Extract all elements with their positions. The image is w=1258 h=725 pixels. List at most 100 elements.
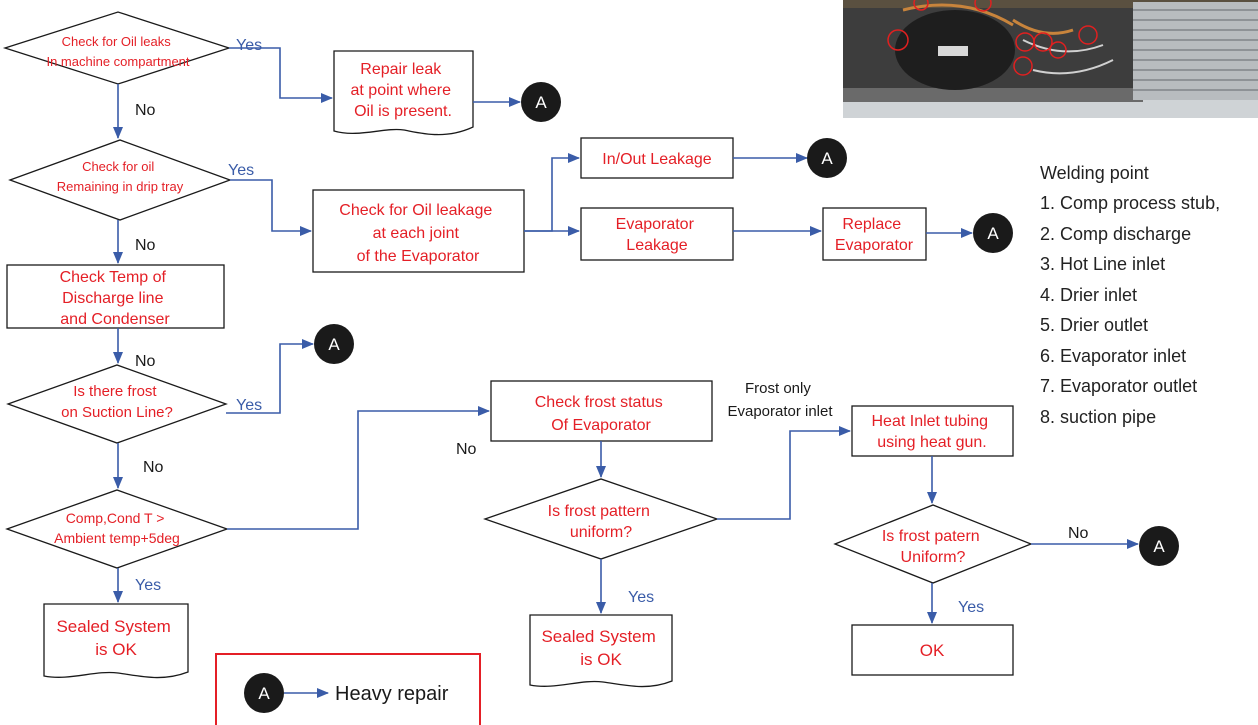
process-evaporator-leakage-line2: Leakage — [626, 237, 687, 254]
decision-oil-leaks-line2: In machine compartment — [46, 54, 189, 69]
process-check-temp-line3: and Condenser — [60, 311, 170, 328]
process-evaporator-leakage-line1: Evaporator — [616, 216, 695, 233]
label-no-frost-suction: No — [143, 459, 164, 476]
legend: A Heavy repair — [215, 653, 481, 725]
svg-text:Check for oil Remaining in: Check for oil Remaining in drip tray — [57, 159, 184, 194]
process-heat-inlet-line2: using heat gun. — [877, 434, 986, 451]
doc-sealed-system-2 — [529, 614, 673, 688]
label-yes-frost-uniform-2: Yes — [958, 599, 984, 616]
node-a-4-label: A — [328, 335, 340, 354]
legend-node-a — [244, 673, 284, 713]
welding-point-list: Welding point 1. Comp process stub, 2. C… — [1040, 158, 1220, 432]
node-a-1-label: A — [535, 93, 547, 112]
label-no-frost-uniform-2: No — [1068, 525, 1089, 542]
label-no-drip-tray: No — [135, 237, 156, 254]
svg-text:Is frost patern Uniform?: Is frost patern Uniform? — [882, 528, 984, 566]
welding-item: 3. Hot Line inlet — [1040, 254, 1166, 274]
label-yes-comp-cond: Yes — [135, 577, 161, 594]
svg-text:Comp,Cond T > Ambient temp: Comp,Cond T > Ambient temp+5deg — [54, 510, 180, 546]
node-a-3-label: A — [987, 224, 999, 243]
doc-sealed-system-1 — [43, 603, 189, 679]
process-ok — [851, 624, 1014, 676]
decision-frost-uniform-line1: Is frost pattern — [548, 503, 650, 520]
doc-sealed-system-2-line1: Sealed System — [541, 627, 655, 646]
decision-frost-suction-line2: on Suction Line? — [61, 404, 173, 421]
svg-text:Check for Oil leakage at e: Check for Oil leakage at each joint of t… — [339, 202, 496, 265]
welding-item: 1. Comp process stub, — [1040, 193, 1221, 213]
doc-sealed-system-2-line2: is OK — [580, 650, 622, 669]
welding-item: 6. Evaporator inlet — [1040, 345, 1187, 366]
doc-repair-leak-line1: Repair leak — [360, 61, 442, 78]
label-frost-only-line1: Frost only — [745, 380, 811, 397]
arrow-leakage-to-inout — [524, 153, 580, 232]
process-check-leakage-line2: at each joint — [373, 225, 460, 242]
node-a-1: A — [521, 82, 561, 122]
doc-repair-leak-line3: Oil is present. — [354, 103, 452, 120]
legend-node-a-label: A — [258, 684, 270, 703]
process-inout-leakage — [580, 137, 734, 179]
process-check-temp — [6, 264, 225, 329]
decision-comp-cond-line2: Ambient temp+5deg — [54, 530, 180, 546]
svg-text:Is there frost on Suction: Is there frost on Suction Line? — [61, 383, 173, 421]
process-replace-evaporator-line2: Evaporator — [835, 237, 914, 254]
process-check-frost-line1: Check frost status — [535, 394, 663, 411]
process-replace-evaporator-line1: Replace — [842, 216, 901, 233]
machine-compartment-photo — [843, 0, 1258, 118]
node-a-4: A — [314, 324, 354, 364]
svg-text:Sealed System is OK: Sealed System is OK — [56, 617, 175, 659]
svg-text:Frost only Evaporator inle: Frost only Evaporator inlet — [727, 380, 833, 420]
compressor-illustration — [843, 0, 1258, 118]
process-check-leakage-line3: of the Evaporator — [357, 248, 480, 265]
arrow-drip-tray-yes — [230, 179, 312, 236]
node-a-2-label: A — [821, 149, 833, 168]
node-a-2: A — [807, 138, 847, 178]
arrow-frost-suction-yes — [226, 339, 314, 414]
welding-item: 4. Drier inlet — [1040, 284, 1138, 305]
process-check-leakage-line1: Check for Oil leakage — [339, 202, 492, 219]
legend-text: Heavy repair — [335, 683, 449, 705]
process-inout-leakage-label: In/Out Leakage — [602, 151, 712, 168]
welding-item: 2. Comp discharge — [1040, 223, 1192, 244]
decision-frost-suction — [6, 364, 228, 444]
process-evaporator-leakage — [580, 207, 734, 261]
label-no-check-temp: No — [135, 353, 156, 370]
process-check-temp-line1: Check Temp of — [60, 269, 167, 286]
arrow-comp-cond-no — [227, 406, 490, 530]
doc-repair-leak-line2: at point where — [351, 82, 452, 99]
svg-text:Is frost pattern uniform?: Is frost pattern uniform? — [548, 503, 655, 541]
decision-frost-uniform-line2: uniform? — [570, 524, 632, 541]
label-frost-only-line2: Evaporator inlet — [727, 403, 833, 420]
node-a-5-label: A — [1153, 537, 1165, 556]
arrow-oil-leaks-yes — [229, 47, 333, 103]
process-check-frost-line2: Of Evaporator — [551, 417, 651, 434]
svg-text:Check Temp of Discharge li: Check Temp of Discharge line and Condens… — [60, 269, 171, 328]
arrow-frost-only-inlet — [717, 426, 851, 520]
svg-text:Check frost status Of Evap: Check frost status Of Evaporator — [535, 394, 668, 434]
doc-sealed-system-1-line1: Sealed System — [56, 617, 170, 636]
decision-oil-leaks-line1: Check for Oil leaks — [62, 34, 172, 49]
process-replace-evaporator — [822, 207, 927, 261]
label-yes-oil-leaks: Yes — [236, 37, 262, 54]
label-no-comp-cond: No — [456, 441, 477, 458]
svg-text:Replace Evaporator: Replace Evaporator — [835, 216, 914, 254]
decision-drip-tray-line2: Remaining in drip tray — [57, 179, 184, 194]
label-yes-frost-suction: Yes — [236, 397, 262, 414]
doc-sealed-system-1-line2: is OK — [95, 640, 137, 659]
welding-item: 7. Evaporator outlet — [1040, 376, 1198, 396]
svg-text:Evaporator Leakage: Evaporator Leakage — [616, 216, 699, 254]
svg-text:Heat Inlet tubing using he: Heat Inlet tubing using heat gun. — [872, 413, 993, 451]
decision-comp-cond — [5, 489, 229, 569]
decision-comp-cond-line1: Comp,Cond T > — [66, 510, 165, 526]
welding-item: 5. Drier outlet — [1040, 315, 1149, 335]
label-no-oil-leaks: No — [135, 102, 156, 119]
label-yes-frost-uniform: Yes — [628, 589, 654, 606]
node-a-5: A — [1139, 526, 1179, 566]
process-check-frost — [490, 380, 713, 442]
decision-drip-tray-line1: Check for oil — [82, 159, 154, 174]
process-ok-label: OK — [920, 641, 945, 660]
welding-title: Welding point — [1040, 163, 1149, 183]
decision-frost-suction-line1: Is there frost — [73, 383, 157, 400]
svg-text:Repair leak at point where: Repair leak at point where Oil is presen… — [351, 61, 456, 120]
node-a-3: A — [973, 213, 1013, 253]
